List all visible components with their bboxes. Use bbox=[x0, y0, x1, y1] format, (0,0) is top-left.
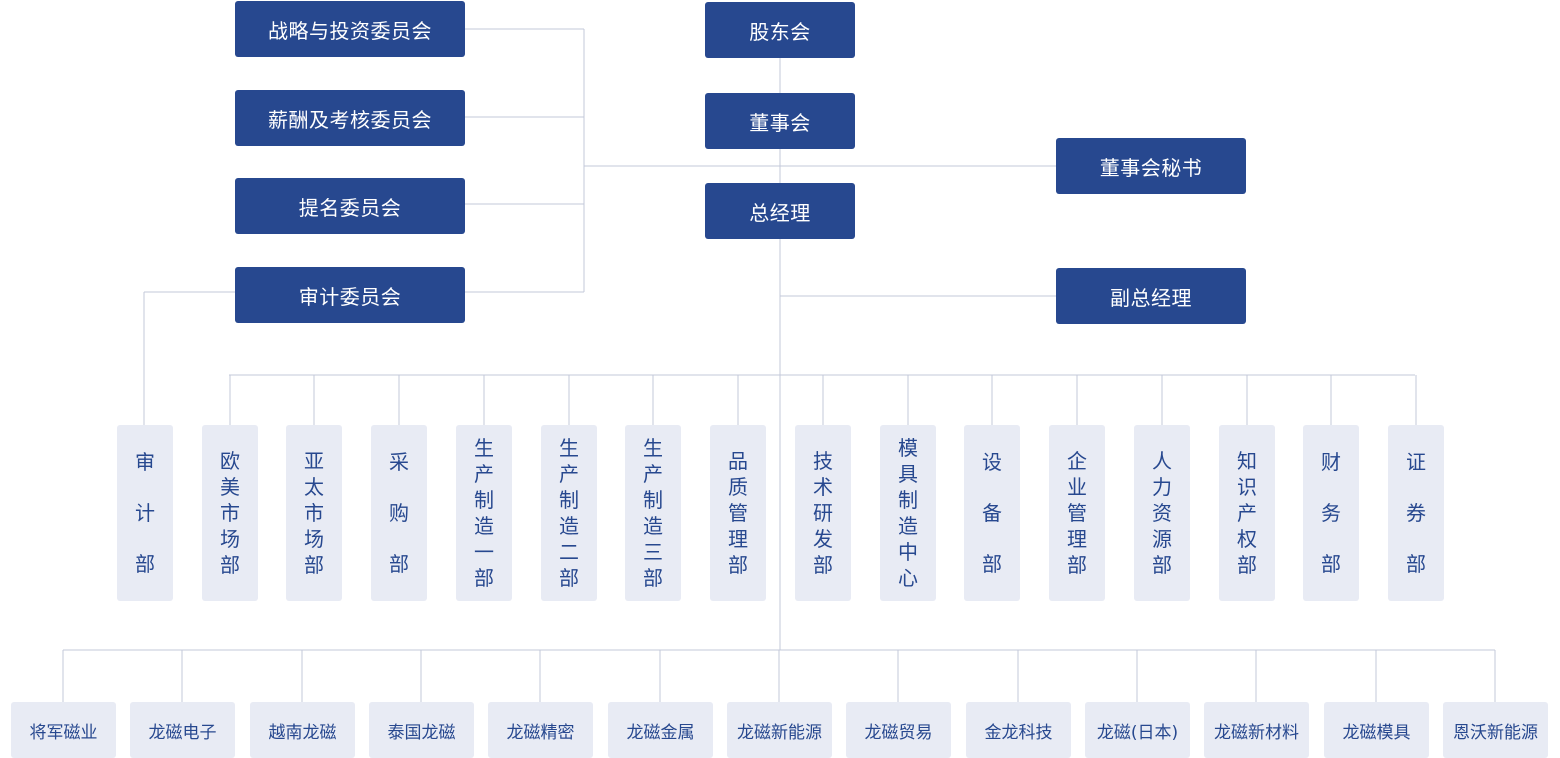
department-label: 生产制造二部 bbox=[559, 436, 579, 590]
subsidiary-box: 泰国龙磁 bbox=[369, 702, 474, 758]
deputy-general-manager: 副总经理 bbox=[1056, 268, 1246, 324]
committee-audit: 审计委员会 bbox=[235, 267, 465, 323]
department-box: 欧美市场部 bbox=[202, 425, 258, 601]
department-label: 设备部 bbox=[982, 449, 1002, 576]
general-manager: 总经理 bbox=[705, 183, 855, 239]
shareholders-meeting: 股东会 bbox=[705, 2, 855, 58]
subsidiary-box: 龙磁贸易 bbox=[846, 702, 951, 758]
committee-nomination: 提名委员会 bbox=[235, 178, 465, 234]
committee-strategy: 战略与投资委员会 bbox=[235, 1, 465, 57]
subsidiary-box: 龙磁新材料 bbox=[1204, 702, 1309, 758]
committee-compensation: 薪酬及考核委员会 bbox=[235, 90, 465, 146]
department-label: 生产制造一部 bbox=[474, 436, 494, 590]
department-box: 财务部 bbox=[1303, 425, 1359, 601]
department-label: 知识产权部 bbox=[1237, 449, 1257, 577]
department-box: 设备部 bbox=[964, 425, 1020, 601]
subsidiary-box: 龙磁电子 bbox=[130, 702, 235, 758]
subsidiary-box: 金龙科技 bbox=[966, 702, 1071, 758]
board-of-directors: 董事会 bbox=[705, 93, 855, 149]
subsidiary-box: 恩沃新能源 bbox=[1443, 702, 1548, 758]
department-label: 欧美市场部 bbox=[220, 449, 240, 577]
subsidiary-box: 龙磁(日本) bbox=[1085, 702, 1190, 758]
subsidiary-box: 越南龙磁 bbox=[250, 702, 355, 758]
department-label: 采购部 bbox=[389, 449, 409, 576]
department-box: 生产制造一部 bbox=[456, 425, 512, 601]
department-label: 技术研发部 bbox=[813, 449, 833, 577]
department-box: 技术研发部 bbox=[795, 425, 851, 601]
department-label: 人力资源部 bbox=[1152, 449, 1172, 577]
department-box: 审计部 bbox=[117, 425, 173, 601]
subsidiary-box: 将军磁业 bbox=[11, 702, 116, 758]
subsidiary-box: 龙磁金属 bbox=[608, 702, 713, 758]
department-label: 生产制造三部 bbox=[643, 436, 663, 590]
department-box: 采购部 bbox=[371, 425, 427, 601]
subsidiary-box: 龙磁新能源 bbox=[727, 702, 832, 758]
department-box: 生产制造二部 bbox=[541, 425, 597, 601]
department-box: 模具制造中心 bbox=[880, 425, 936, 601]
department-label: 证券部 bbox=[1406, 449, 1426, 576]
department-label: 审计部 bbox=[135, 449, 155, 576]
department-label: 亚太市场部 bbox=[304, 449, 324, 577]
board-secretary: 董事会秘书 bbox=[1056, 138, 1246, 194]
department-box: 品质管理部 bbox=[710, 425, 766, 601]
department-box: 生产制造三部 bbox=[625, 425, 681, 601]
department-box: 企业管理部 bbox=[1049, 425, 1105, 601]
subsidiary-box: 龙磁模具 bbox=[1324, 702, 1429, 758]
subsidiary-box: 龙磁精密 bbox=[488, 702, 593, 758]
department-label: 模具制造中心 bbox=[898, 436, 918, 590]
department-box: 证券部 bbox=[1388, 425, 1444, 601]
department-label: 品质管理部 bbox=[728, 449, 748, 577]
department-box: 亚太市场部 bbox=[286, 425, 342, 601]
department-box: 知识产权部 bbox=[1219, 425, 1275, 601]
department-box: 人力资源部 bbox=[1134, 425, 1190, 601]
department-label: 企业管理部 bbox=[1067, 449, 1087, 577]
department-label: 财务部 bbox=[1321, 449, 1341, 576]
